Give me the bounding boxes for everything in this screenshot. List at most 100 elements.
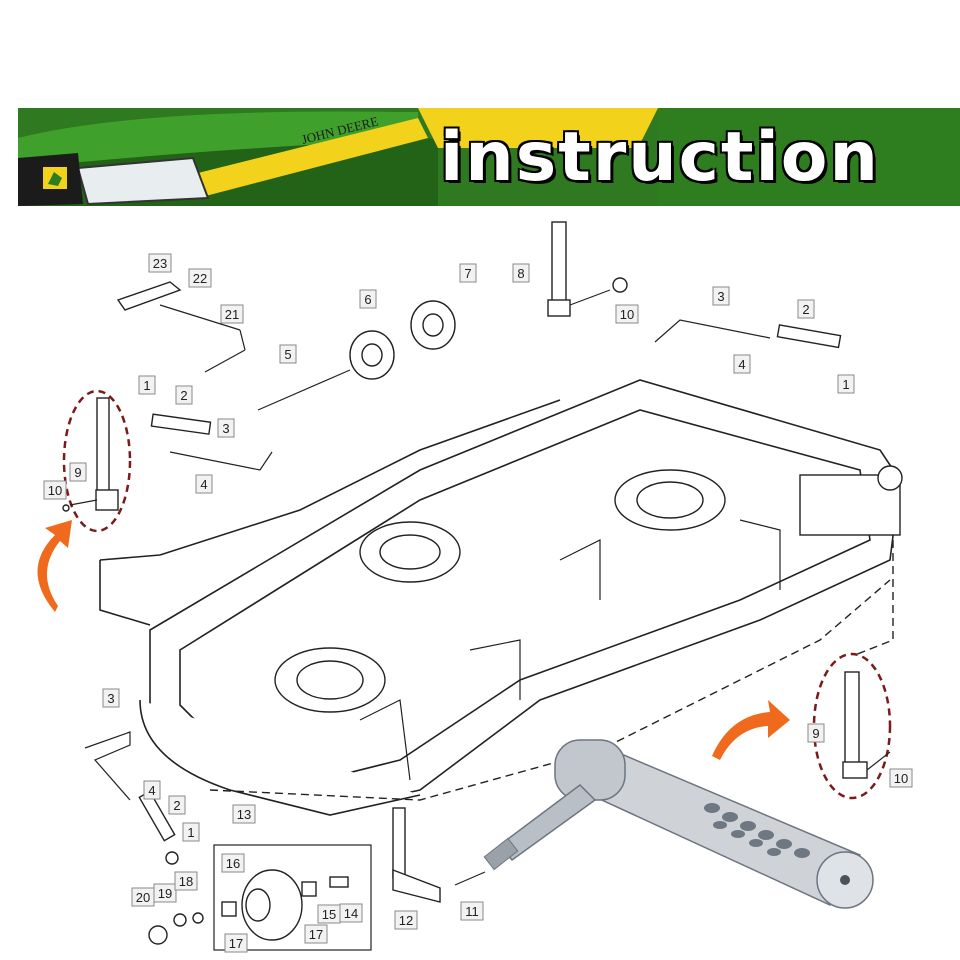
- callout-box: [733, 354, 751, 374]
- callout-number: 11: [465, 904, 479, 919]
- callout-c14: 14: [339, 903, 363, 923]
- callout-box: [797, 299, 815, 319]
- highlight-right: [812, 652, 892, 800]
- callout-number: 1: [842, 377, 849, 392]
- callout-number: 17: [309, 927, 323, 942]
- callout-box: [195, 474, 213, 494]
- washer-1-bottomleft: [165, 851, 179, 865]
- callout-number: 20: [136, 890, 150, 905]
- callout-number: 10: [620, 307, 634, 322]
- callout-box: [217, 418, 235, 438]
- callout-c2-bottomleft: 2: [168, 795, 186, 815]
- callout-number: 23: [153, 256, 167, 271]
- callout-c16: 16: [221, 853, 245, 873]
- callout-box: [188, 268, 212, 288]
- callout-c1-left: 1: [138, 375, 156, 395]
- callout-box: [221, 853, 245, 873]
- arrow-right: [712, 700, 790, 760]
- callout-box: [153, 883, 177, 903]
- callout-box: [148, 253, 172, 273]
- lift-arm-right: [842, 671, 891, 779]
- callout-number: 1: [143, 378, 150, 393]
- lift-arm-left: [62, 397, 119, 512]
- callout-c17b: 17: [304, 924, 328, 944]
- callout-box: [232, 804, 256, 824]
- callout-box: [220, 304, 244, 324]
- callout-c18: 18: [174, 871, 198, 891]
- callout-c13: 13: [232, 804, 256, 824]
- callout-number: 10: [48, 483, 62, 498]
- callout-box: [359, 289, 377, 309]
- callout-c3-left: 3: [217, 418, 235, 438]
- callout-box: [304, 924, 328, 944]
- callout-number: 8: [517, 266, 524, 281]
- callout-number: 18: [179, 874, 193, 889]
- headlight: [76, 156, 210, 206]
- callout-box: [459, 263, 477, 283]
- spring-2-left: [150, 413, 212, 435]
- callout-number: 21: [225, 307, 239, 322]
- rod-21: [116, 281, 246, 373]
- tractor-hood-illustration: JOHN DEERE: [18, 108, 960, 206]
- callout-c12: 12: [394, 910, 418, 930]
- callout-number: 7: [464, 266, 471, 281]
- callout-box: [174, 871, 198, 891]
- callout-c1-bottomleft: 1: [182, 822, 200, 842]
- callout-c7-top: 7: [459, 263, 477, 283]
- callout-box: [102, 688, 120, 708]
- callout-number: 10: [894, 771, 908, 786]
- callout-box: [460, 901, 484, 921]
- lift-shaft-product: [483, 739, 874, 909]
- callout-number: 1: [187, 825, 194, 840]
- callout-number: 3: [717, 289, 724, 304]
- callout-c1-topright: 1: [837, 374, 855, 394]
- callout-box: [143, 780, 161, 800]
- callout-box: [394, 910, 418, 930]
- callout-c10-top: 10: [615, 304, 639, 324]
- callout-c3-bottomleft: 3: [102, 688, 120, 708]
- callout-number: 3: [107, 691, 114, 706]
- callout-number: 4: [200, 477, 207, 492]
- callout-box: [43, 480, 67, 500]
- callout-c15: 15: [317, 904, 341, 924]
- callout-c4-bottomleft: 4: [143, 780, 161, 800]
- idler-kit-box: [213, 844, 372, 951]
- banner-title: instruction: [440, 118, 880, 197]
- callout-number: 2: [802, 302, 809, 317]
- pulley-assembly: [257, 300, 456, 411]
- tractor-banner: JOHN DEERE: [18, 108, 960, 206]
- callout-number: 13: [237, 807, 251, 822]
- callout-number: 4: [148, 783, 155, 798]
- callout-number: 15: [322, 907, 336, 922]
- callout-c22-top: 22: [188, 268, 212, 288]
- callout-c11: 11: [460, 901, 484, 921]
- bolt-11: [454, 871, 486, 886]
- callout-c17a: 17: [224, 933, 248, 953]
- callout-number: 22: [193, 271, 207, 286]
- callout-c9-right: 9: [807, 723, 825, 743]
- callout-number: 9: [812, 726, 819, 741]
- callout-number: 9: [74, 465, 81, 480]
- callout-box: [615, 304, 639, 324]
- callout-number: 12: [399, 913, 413, 928]
- bracket-12: [392, 807, 441, 903]
- callout-box: [712, 286, 730, 306]
- callout-c8-top: 8: [512, 263, 530, 283]
- callout-box: [279, 344, 297, 364]
- spring-2-topright: [776, 324, 842, 349]
- callout-number: 14: [344, 906, 358, 921]
- shaft-8: [547, 221, 628, 317]
- callout-number: 6: [364, 292, 371, 307]
- callout-c5-top: 5: [279, 344, 297, 364]
- callout-c4-topright: 4: [733, 354, 751, 374]
- rod-3-bottomleft: [84, 731, 131, 801]
- callout-box: [69, 462, 87, 482]
- highlight-left: [62, 389, 132, 533]
- callout-c4-left: 4: [195, 474, 213, 494]
- mower-deck: [99, 379, 903, 816]
- arrow-left: [37, 520, 72, 612]
- callout-c10-left: 10: [43, 480, 67, 500]
- callout-number: 17: [229, 936, 243, 951]
